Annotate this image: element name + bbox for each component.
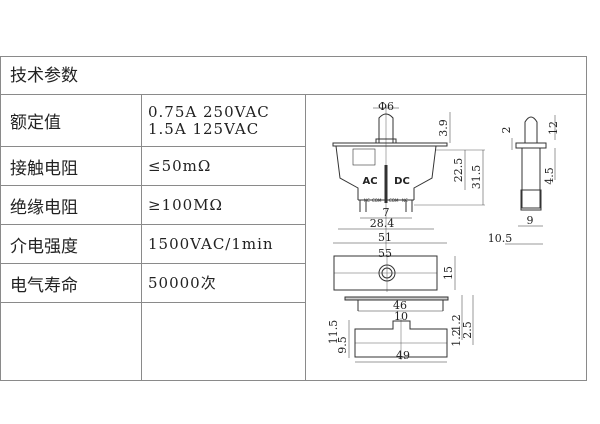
dim-22-5: 22.5 <box>452 158 465 183</box>
value-line: 50000次 <box>148 273 217 292</box>
dim-31-5: 31.5 <box>470 165 483 190</box>
table-row: 额定值 0.75A 250VAC 1.5A 125VAC <box>1 95 305 147</box>
dim-4-5: 4.5 <box>543 167 556 185</box>
row-label: 额定值 <box>10 113 61 133</box>
table-row: 接触电阻 ≤50mΩ <box>1 147 305 186</box>
table-row: 介电强度 1500VAC/1min <box>1 225 305 264</box>
dim-10: 10 <box>394 310 408 323</box>
value-line: ≤50mΩ <box>148 156 212 175</box>
dim-2-5: 2.5 <box>461 321 474 339</box>
dim-15: 15 <box>442 266 455 280</box>
dim-3-9: 3.9 <box>437 119 450 137</box>
column-divider <box>141 95 142 380</box>
label-nc: NC <box>402 198 408 203</box>
row-value: 50000次 <box>148 264 217 302</box>
row-label: 介电强度 <box>10 236 78 257</box>
dim-55: 55 <box>378 247 392 260</box>
dim-12: 12 <box>547 121 560 135</box>
dim-28-4: 28.4 <box>370 217 395 230</box>
row-value: ≥100MΩ <box>148 186 223 224</box>
table-row: 电气寿命 50000次 <box>1 264 305 303</box>
value-line: 0.75A 250VAC <box>148 102 270 121</box>
label-com: COM <box>372 198 382 203</box>
bottom-view <box>344 295 474 363</box>
label-com: COM <box>389 198 399 203</box>
dim-2: 2 <box>500 127 513 134</box>
top-view <box>333 254 456 292</box>
value-line: 1500VAC/1min <box>148 234 274 253</box>
row-label: 绝缘电阻 <box>10 197 78 218</box>
label-ac: AC <box>362 176 377 187</box>
row-value: 1500VAC/1min <box>148 225 274 263</box>
dim-11-5: 11.5 <box>327 320 340 345</box>
value-line: 1.5A 125VAC <box>148 119 260 138</box>
dim-51: 51 <box>378 231 392 244</box>
label-dc: DC <box>394 176 410 187</box>
dim-49: 49 <box>396 349 410 362</box>
dim-46: 46 <box>393 299 407 312</box>
dim-10-5: 10.5 <box>488 232 513 245</box>
row-value: 0.75A 250VAC 1.5A 125VAC <box>148 95 270 146</box>
dim-9: 9 <box>527 214 534 227</box>
table-row: 绝缘电阻 ≥100MΩ <box>1 186 305 225</box>
value-line: ≥100MΩ <box>148 195 223 214</box>
row-label: 接触电阻 <box>10 158 78 179</box>
dim-7: 7 <box>383 206 390 219</box>
row-label: 电气寿命 <box>10 275 78 296</box>
table-title: 技术参数 <box>1 57 586 95</box>
dim-1-2: 1.2 <box>450 329 463 347</box>
dim-9-5: 9.5 <box>336 336 349 354</box>
label-nc: NC <box>364 198 370 203</box>
front-view <box>332 106 485 250</box>
row-value: ≤50mΩ <box>148 147 211 185</box>
dim-1-2: 1.2 <box>450 314 463 332</box>
column-divider <box>305 95 306 380</box>
dim-phi6: Φ6 <box>378 100 394 113</box>
side-view <box>505 115 556 245</box>
tech-spec-table: 技术参数 额定值 0.75A 250VAC 1.5A 125VAC 接触电阻 ≤… <box>0 56 587 381</box>
